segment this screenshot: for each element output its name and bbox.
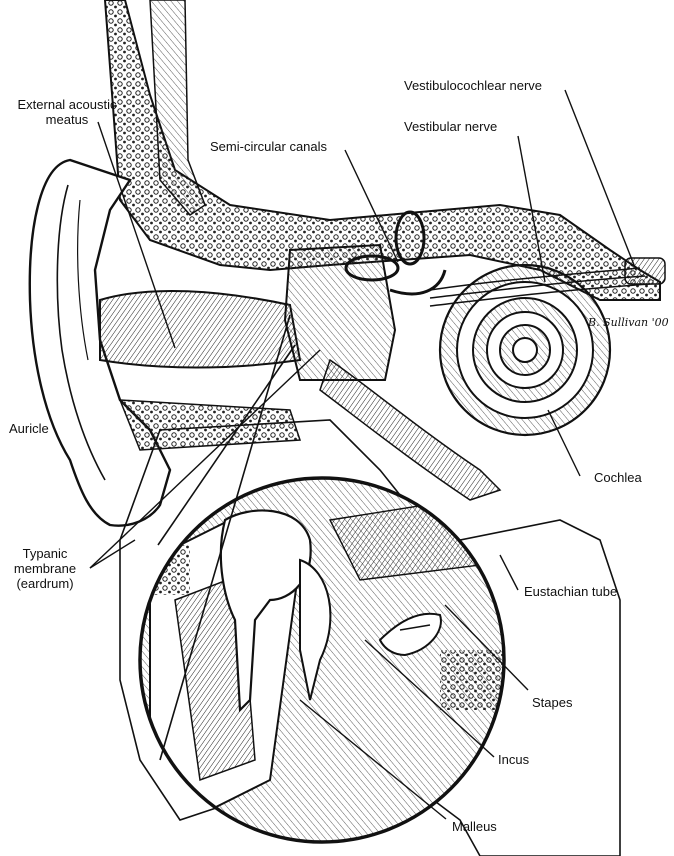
label-external-acoustic-meatus: External acoustic meatus [2,97,132,127]
ear-canal [100,291,300,450]
label-incus: Incus [498,752,529,767]
label-auricle: Auricle [9,421,49,436]
label-typanic-membrane: Typanic membrane (eardrum) [0,546,90,591]
label-stapes: Stapes [532,695,572,710]
label-cochlea: Cochlea [594,470,642,485]
label-eustachian-tube: Eustachian tube [524,584,617,599]
label-semi-circular-canals: Semi-circular canals [210,139,327,154]
cochlea-spiral [440,265,610,435]
label-vestibular-nerve: Vestibular nerve [404,119,497,134]
label-vestibulocochlear-nerve: Vestibulocochlear nerve [404,78,542,93]
label-malleus: Malleus [452,819,497,834]
artist-signature: B. Sullivan '00 [587,316,669,329]
